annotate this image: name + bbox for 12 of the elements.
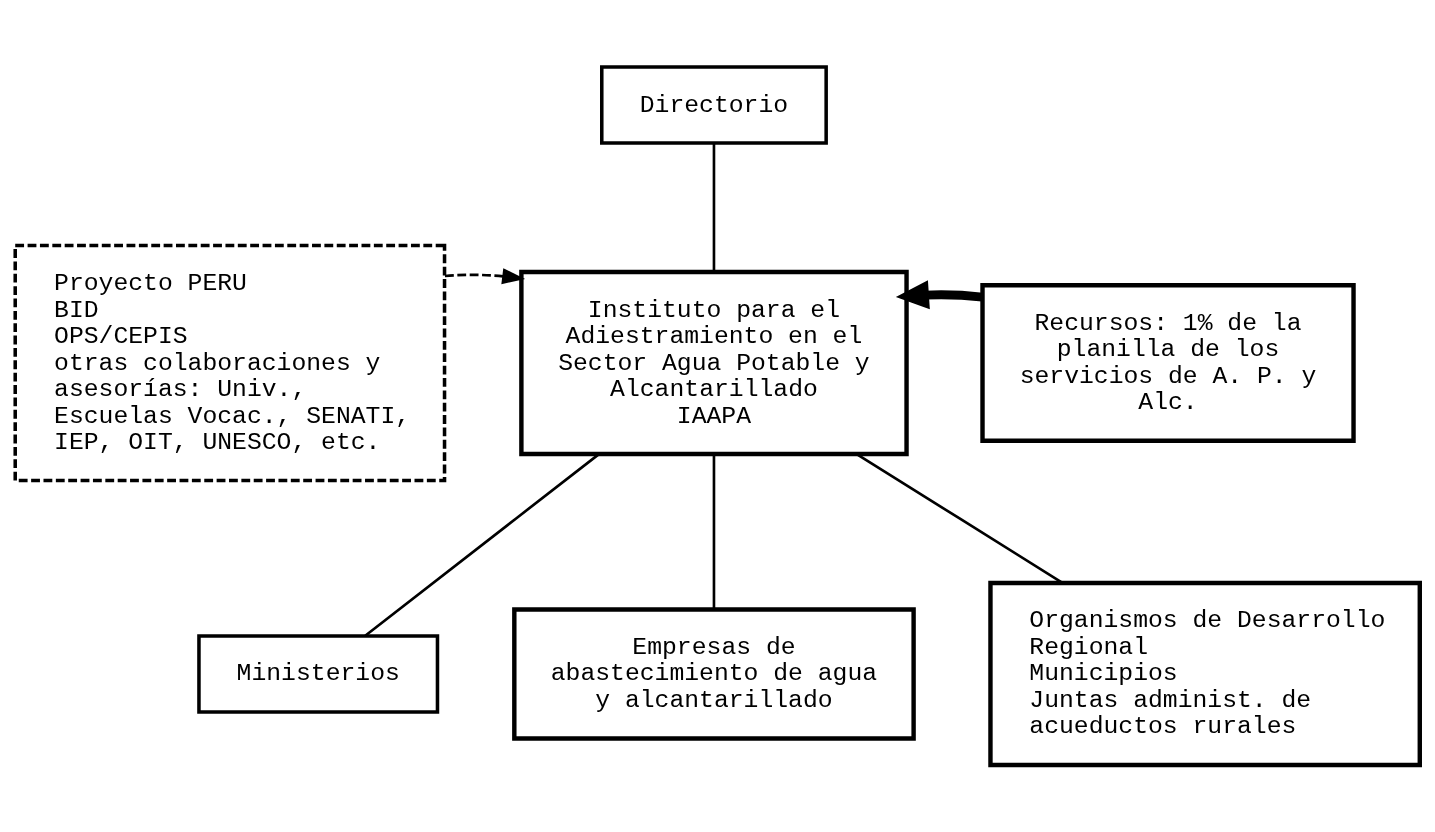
connector	[712, 454, 716, 610]
node-box: Recursos: 1% de la planilla de los servicios de A. P. y Alc.	[980, 283, 1356, 443]
arrow	[444, 268, 526, 285]
node-box: Proyecto PERU BID OPS/CEPIS otras colaboraciones y asesorías: Univ., Escuelas Vocac., SENATI, IEP, OIT, UNESCO, etc.	[13, 243, 447, 483]
node-box: Empresas de abastecimiento de agua y alcantarillado	[512, 607, 916, 741]
node-box: Organismos de Desarrollo Regional Municipios Juntas administ. de acueductos rurales	[988, 580, 1422, 768]
node-box: Directorio	[600, 65, 828, 145]
node-box: Ministerios	[197, 634, 440, 714]
connector	[364, 453, 600, 637]
arrow	[895, 280, 983, 310]
node-box: Instituto para el Adiestramiento en el Sector Agua Potable y Alcantarillado IAAPA	[519, 269, 909, 457]
connector	[712, 143, 716, 272]
